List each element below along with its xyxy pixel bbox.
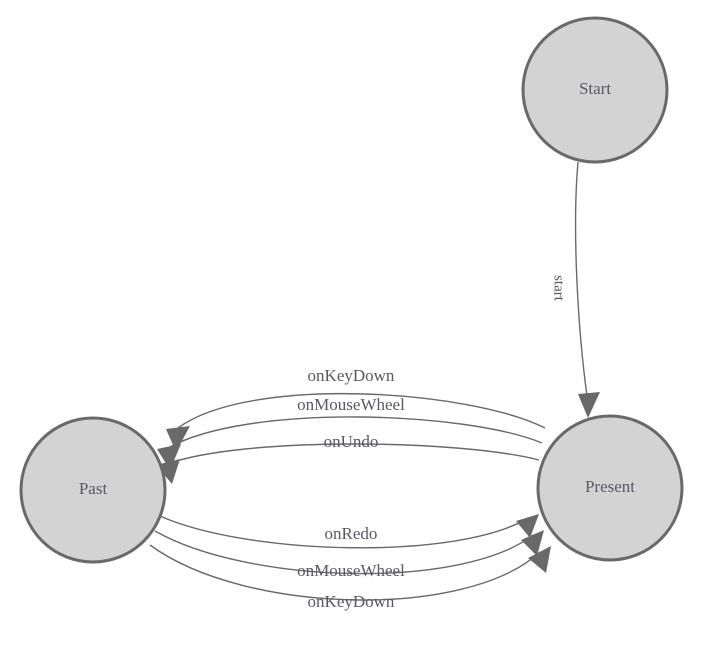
edge-path-past-present-1: [159, 515, 529, 549]
node-past-label: Past: [79, 479, 108, 498]
edge-label-start: start: [551, 275, 567, 302]
edge-path-present-past-3: [166, 443, 540, 465]
node-start-circle: [521, 16, 669, 164]
edge-present-to-past-onkeydown[interactable]: onKeyDown: [166, 366, 546, 452]
edge-label-present-past-2: onMouseWheel: [297, 395, 405, 414]
node-start[interactable]: Start: [521, 16, 669, 164]
arrowhead-past-present-2: [521, 530, 544, 556]
edge-path-past-present-3: [149, 544, 541, 601]
arrowhead-present-past-2: [157, 444, 181, 470]
node-start-label: Start: [579, 79, 611, 98]
arrowhead-past-present-1: [516, 514, 539, 538]
edge-label-past-present-2: onMouseWheel: [297, 561, 405, 580]
edge-past-to-present-onmousewheel[interactable]: onMouseWheel: [154, 530, 544, 580]
arrowhead-past-present-3: [528, 546, 551, 573]
edge-path-present-past-1: [177, 392, 546, 429]
edge-present-to-past-onundo[interactable]: onUndo: [156, 432, 540, 484]
edge-path-past-present-2: [154, 530, 534, 575]
edge-path-present-past-2: [167, 416, 543, 449]
edge-path-start-present: [574, 161, 588, 397]
node-present[interactable]: Present: [536, 414, 684, 562]
node-present-circle: [536, 414, 684, 562]
edge-label-past-present-1: onRedo: [325, 524, 378, 543]
arrowhead-present-past-1: [166, 426, 190, 452]
node-past[interactable]: Past: [19, 416, 167, 564]
node-past-circle: [19, 416, 167, 564]
edge-label-past-present-3: onKeyDown: [308, 592, 395, 611]
edge-past-to-present-onkeydown[interactable]: onKeyDown: [149, 544, 551, 611]
node-present-label: Present: [585, 477, 635, 496]
edge-label-present-past-1: onKeyDown: [308, 366, 395, 385]
edge-label-present-past-3: onUndo: [324, 432, 379, 451]
edge-start-to-present[interactable]: start: [551, 161, 600, 418]
edge-past-to-present-onredo[interactable]: onRedo: [159, 514, 539, 549]
arrowhead-start-present: [578, 392, 600, 418]
edge-present-to-past-onmousewheel[interactable]: onMouseWheel: [157, 395, 543, 470]
